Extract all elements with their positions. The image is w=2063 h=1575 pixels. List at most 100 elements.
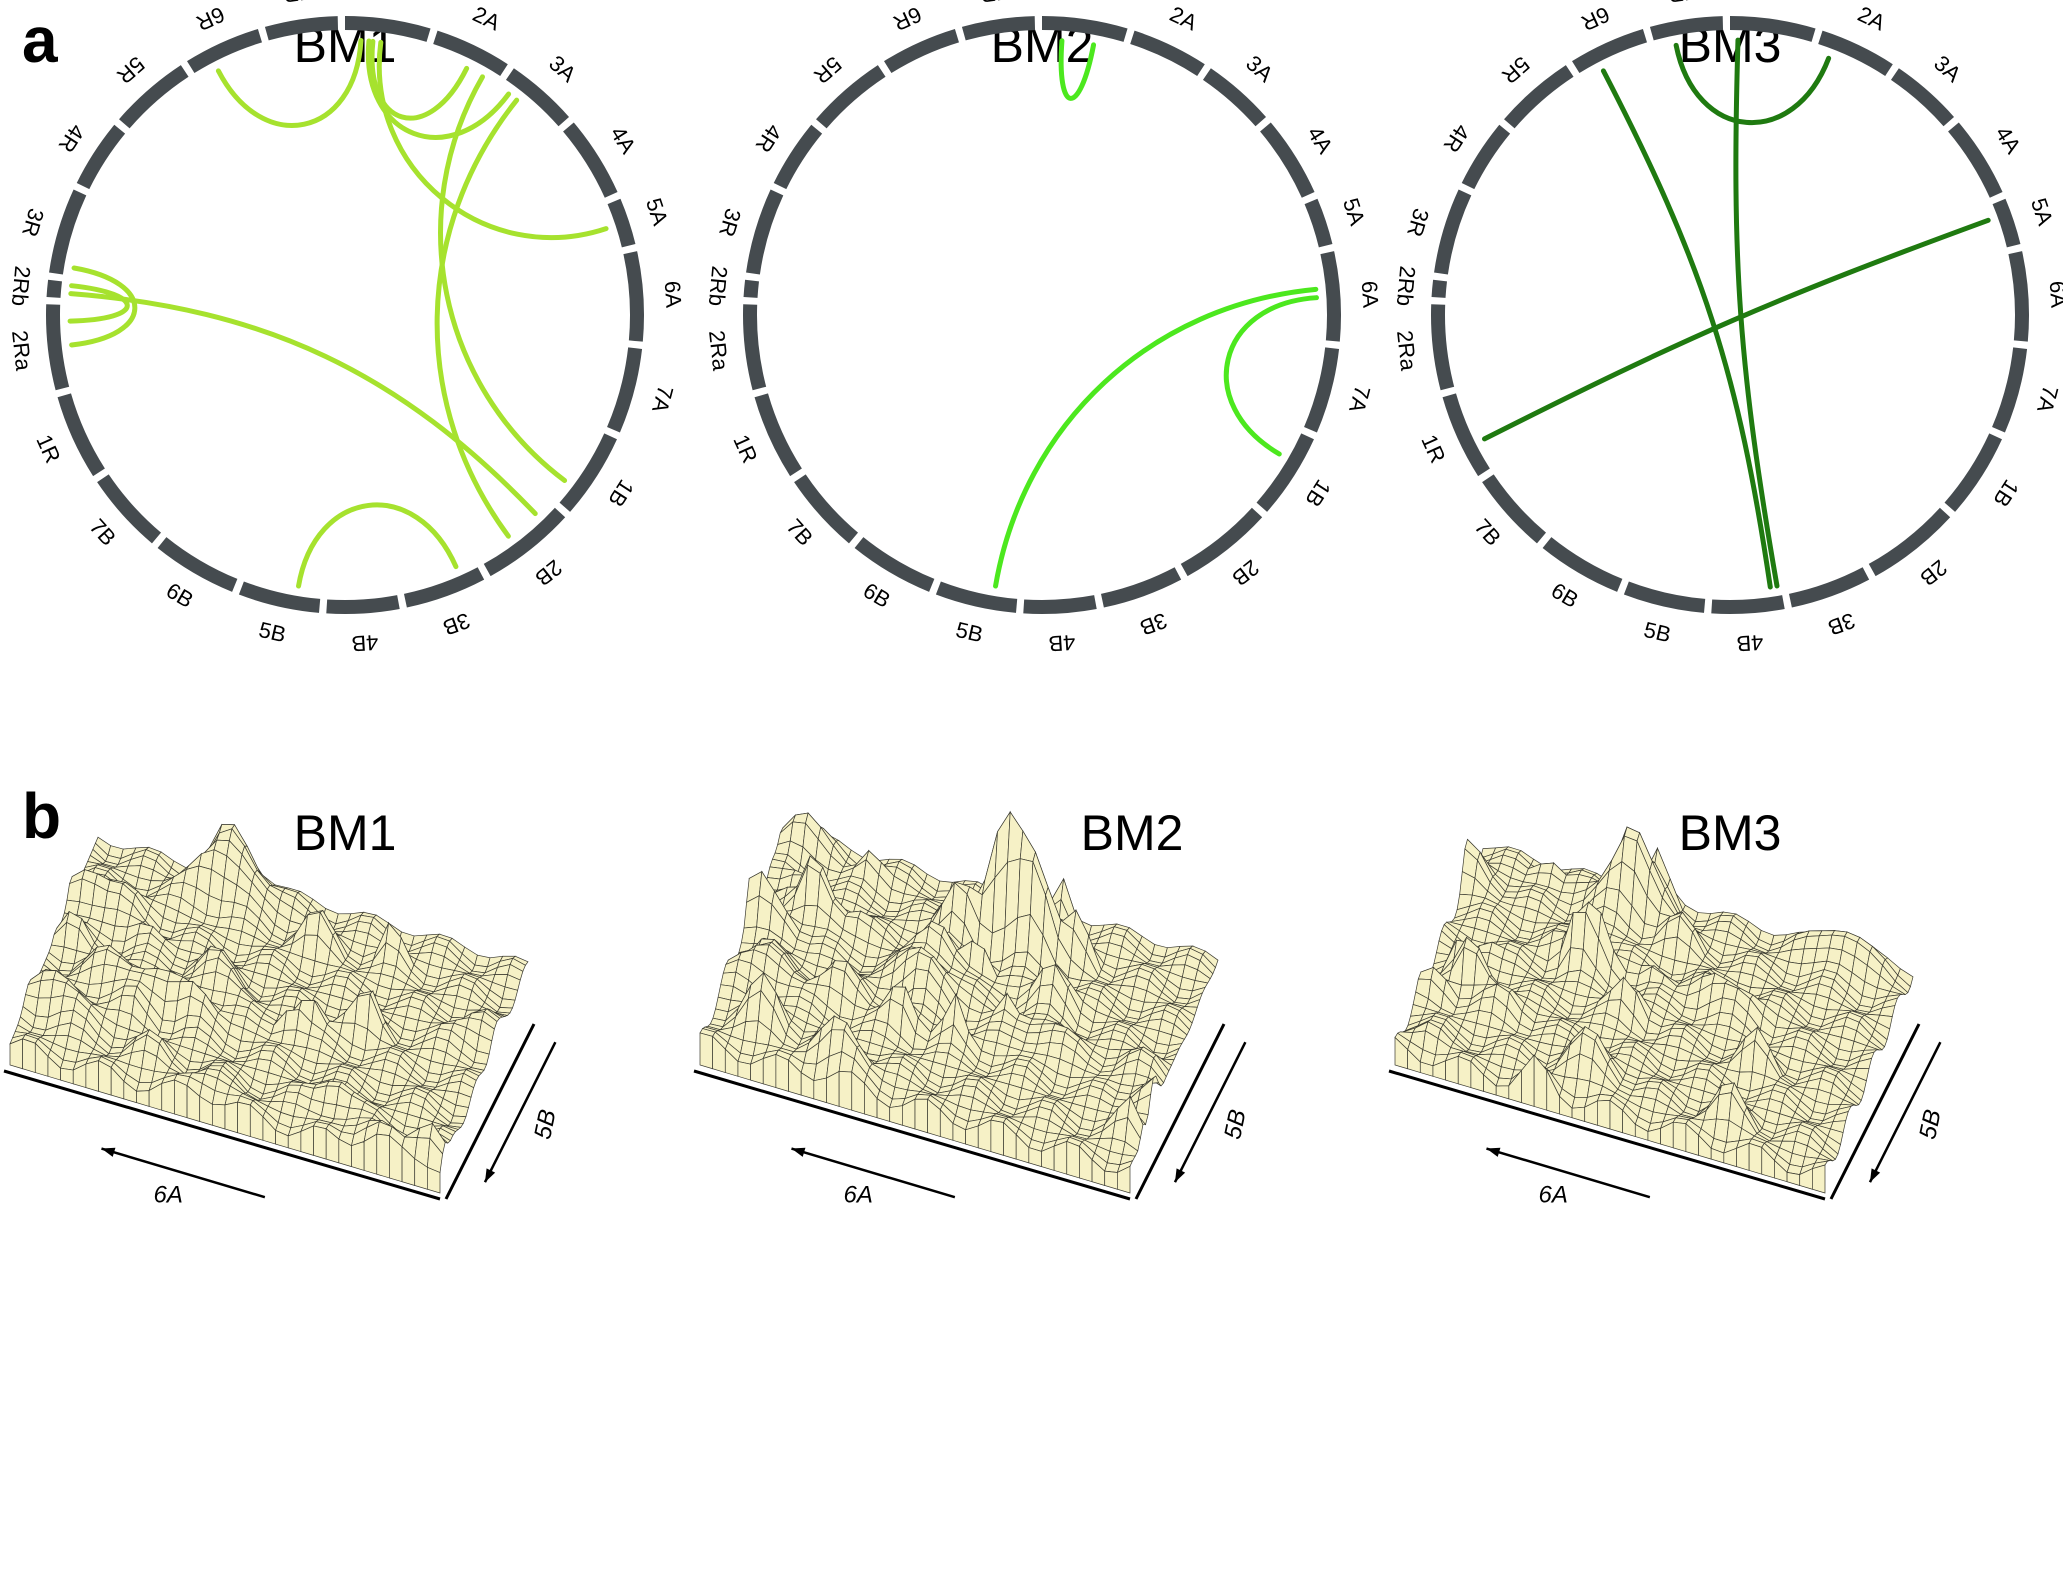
chromosome-segment-4a	[563, 122, 618, 198]
surface-skirt	[1672, 1121, 1687, 1153]
segment-label-3r: 3R	[1402, 206, 1434, 240]
y-axis-label: 5B	[1219, 1107, 1252, 1141]
segment-label-6r: 6R	[193, 2, 229, 36]
segment-label-6b: 6B	[859, 578, 895, 613]
surface-title-bm3: BM3	[1679, 805, 1782, 861]
chromosome-segment-2a	[433, 30, 508, 76]
chromosome-segment-6a	[2008, 251, 2030, 342]
chromosome-segment-3a	[1202, 68, 1267, 127]
surface-skirt	[1736, 1142, 1750, 1171]
segment-label-7a: 7A	[1344, 383, 1375, 416]
segment-label-5r: 5R	[809, 52, 847, 89]
surface-skirt	[1748, 1142, 1763, 1175]
segment-label-5b: 5B	[257, 617, 289, 647]
surface-skirt	[212, 1103, 226, 1130]
interaction-link	[69, 265, 138, 348]
segment-label-6b: 6B	[1547, 578, 1583, 613]
segment-label-3r: 3R	[714, 206, 746, 240]
chromosome-segment-1b	[1944, 433, 2002, 512]
chromosome-segment-4b	[326, 595, 400, 614]
segment-label-7r: 7R	[978, 0, 1009, 8]
chromosome-segment-5b	[238, 581, 321, 613]
segment-label-6r: 6R	[1578, 2, 1614, 36]
interaction-link	[369, 38, 470, 121]
chromosome-segment-6a	[1320, 251, 1342, 342]
segment-label-4a: 4A	[1302, 122, 1338, 158]
surface-skirt	[775, 1053, 789, 1092]
chromosome-segment-1r	[754, 393, 802, 477]
interaction-link	[68, 291, 538, 517]
chromosome-segment-5r	[1504, 65, 1574, 129]
chromosome-segment-3r	[49, 189, 87, 275]
chromosome-segment-6b	[157, 537, 238, 592]
interaction-link	[434, 97, 520, 539]
surface-mesh-cell	[1019, 829, 1036, 863]
segment-label-5b: 5B	[954, 617, 986, 647]
surface-skirt	[1117, 1165, 1131, 1194]
segment-label-3b: 3B	[1825, 608, 1859, 641]
chromosome-segment-2ra	[1431, 304, 1455, 391]
surface-skirt	[838, 1071, 853, 1111]
segment-label-2ra: 2Ra	[704, 329, 733, 373]
chromosome-segment-1r	[1442, 393, 1490, 477]
segment-label-2rb: 2Rb	[7, 265, 36, 307]
surface-skirt	[914, 1098, 928, 1134]
chromosome-segment-7b	[1482, 474, 1547, 544]
interaction-link	[296, 502, 459, 589]
segment-label-3r: 3R	[17, 206, 49, 240]
segment-label-2rb: 2Rb	[1392, 265, 1421, 307]
interaction-link	[1223, 295, 1319, 457]
surface-skirt	[351, 1141, 365, 1171]
chromosome-segment-6r	[884, 28, 960, 74]
surface-skirt	[237, 1101, 251, 1137]
segment-label-3b: 3B	[1137, 608, 1171, 641]
chromosome-segment-1r	[57, 393, 105, 477]
segment-label-4r: 4R	[54, 120, 90, 157]
chromosome-segment-2b	[483, 507, 566, 577]
chromosome-segment-5b	[1623, 581, 1706, 613]
segment-label-6r: 6R	[890, 2, 926, 36]
surface-skirt	[363, 1133, 378, 1175]
chromosome-segment-5r	[816, 65, 886, 129]
surface-skirt	[22, 1038, 36, 1073]
surface-skirt	[85, 1060, 99, 1092]
segment-label-2b: 2B	[1915, 555, 1952, 591]
segment-label-2a: 2A	[1854, 1, 1889, 35]
chromosome-segment-6r	[187, 28, 263, 74]
segment-label-2b: 2B	[530, 555, 567, 591]
interaction-link	[215, 37, 364, 128]
chromosome-segment-2rb	[1431, 279, 1447, 298]
interaction-link	[993, 286, 1319, 589]
segment-label-3b: 3B	[440, 608, 474, 641]
segment-label-3a: 3A	[1241, 50, 1278, 87]
surface-skirt	[737, 1061, 751, 1081]
chromosome-segment-2rb	[743, 279, 759, 298]
surface-skirt	[427, 1166, 441, 1194]
surface-skirt	[1597, 1100, 1611, 1130]
chromosome-segment-2rb	[46, 279, 62, 298]
surface-skirt	[977, 1119, 992, 1153]
segment-label-7a: 7A	[647, 383, 678, 416]
segment-label-5a: 5A	[2026, 195, 2058, 229]
chromosome-segment-7r	[961, 16, 1036, 41]
chromosome-segment-7a	[1992, 347, 2028, 433]
interaction-link	[438, 74, 568, 484]
chromosome-segment-5a	[1304, 198, 1333, 248]
chromosome-segment-5b	[935, 581, 1018, 613]
segment-label-7a: 7A	[2032, 383, 2063, 416]
segment-label-2ra: 2Ra	[1392, 329, 1421, 373]
segment-label-1b: 1B	[603, 475, 639, 511]
chromosome-segment-3a	[505, 68, 570, 127]
chromosome-segment-3a	[1890, 68, 1955, 127]
chromosome-segment-7b	[97, 474, 162, 544]
chromosome-segment-1a	[344, 16, 431, 42]
surface-skirt	[60, 1067, 74, 1085]
chromosome-segment-1b	[1256, 433, 1314, 512]
chromosome-segment-1a	[1729, 16, 1816, 42]
chromosome-segment-2ra	[743, 304, 767, 391]
interaction-link	[67, 283, 130, 324]
segment-label-1b: 1B	[1300, 475, 1336, 511]
